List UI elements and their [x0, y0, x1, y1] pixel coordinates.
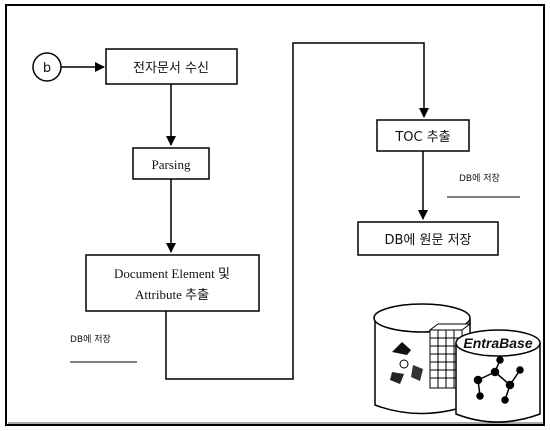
step-store-label: DB에 원문 저장: [385, 233, 472, 248]
database-brand-label: EntraBase: [463, 335, 532, 351]
step-store-box: [357, 221, 499, 256]
step-extract-box: [85, 254, 260, 312]
outer-frame: [5, 4, 545, 426]
recycle-icon: [390, 342, 423, 384]
connector-extract-to-toc: [165, 42, 429, 380]
step-toc-label: TOC 추출: [394, 130, 450, 145]
database-illustration: EntraBase: [373, 303, 541, 423]
step-extract-label-line2: Attribute 추출: [135, 287, 209, 302]
start-label: b: [43, 61, 51, 76]
step-parsing-box: [132, 147, 210, 180]
step-parsing-label: Parsing: [152, 157, 192, 172]
database-cylinder-front: [455, 343, 541, 423]
database-cylinder-front-top: [455, 329, 541, 357]
molecule-icon: [473, 356, 524, 404]
note-db-store-right: DB에 저장: [459, 173, 500, 184]
note-db-store-left: DB에 저장: [70, 334, 111, 345]
step-extract-label-line1: Document Element 및: [114, 266, 230, 281]
step-receive-label: 전자문서 수신: [133, 61, 209, 76]
step-receive-box: [105, 48, 238, 85]
